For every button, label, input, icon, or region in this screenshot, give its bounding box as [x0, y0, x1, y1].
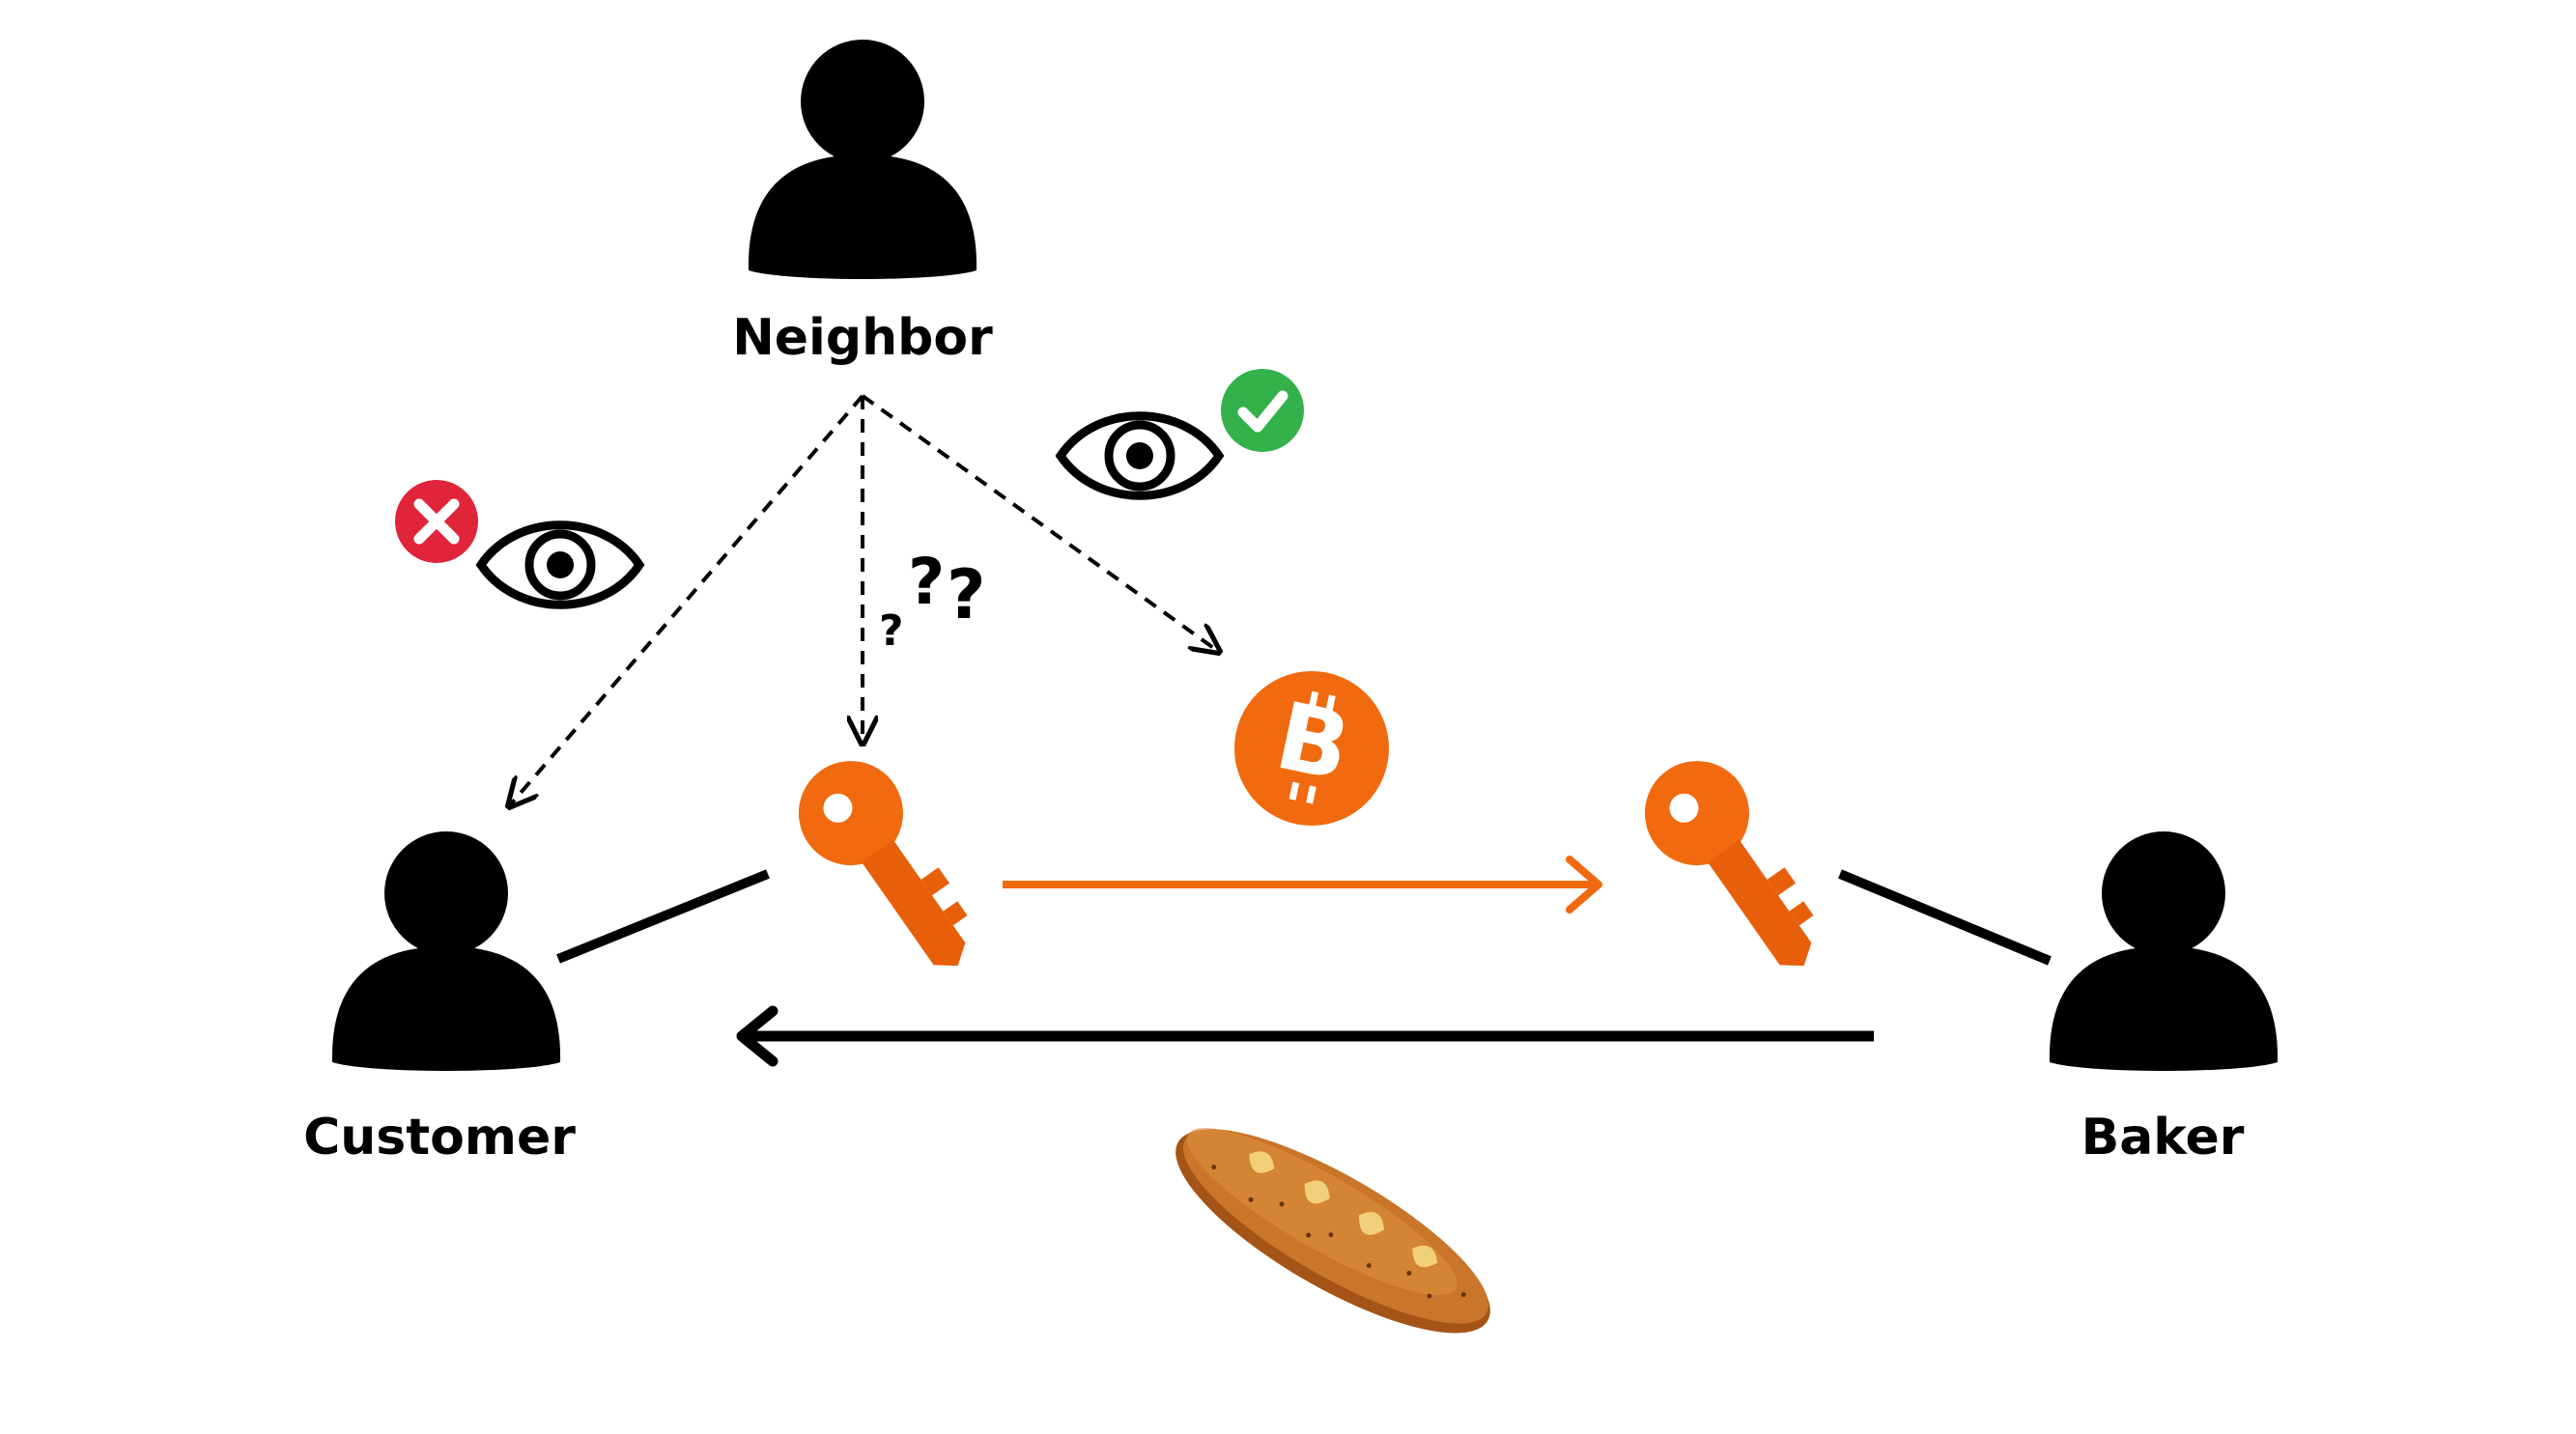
neighbor-person-icon	[748, 40, 977, 279]
bread-icon	[1175, 1128, 1490, 1334]
dashed-arrow-to-customer	[509, 394, 864, 806]
neighbor-label: Neighbor	[732, 309, 993, 367]
baker-key-icon	[1644, 761, 1814, 967]
baker-person-icon	[2049, 831, 2279, 1071]
customer-key-icon	[798, 761, 968, 967]
customer-label: Customer	[303, 1109, 576, 1167]
customer-key-link	[556, 869, 770, 964]
eye-icon	[475, 520, 645, 609]
customer-person-icon	[331, 831, 561, 1071]
question-marks: ? ? ?	[879, 545, 986, 656]
delivery-arrowhead	[736, 1005, 778, 1067]
eye-icon	[1055, 411, 1225, 500]
bitcoin-icon: B	[1234, 671, 1389, 826]
dashed-arrow-to-bitcoin	[861, 394, 1219, 652]
baker-key-link	[1838, 869, 2052, 966]
check-badge-icon	[1221, 369, 1304, 452]
payment-arrowhead	[1566, 856, 1602, 914]
cross-badge-icon	[395, 480, 478, 563]
baker-label: Baker	[2081, 1109, 2245, 1167]
